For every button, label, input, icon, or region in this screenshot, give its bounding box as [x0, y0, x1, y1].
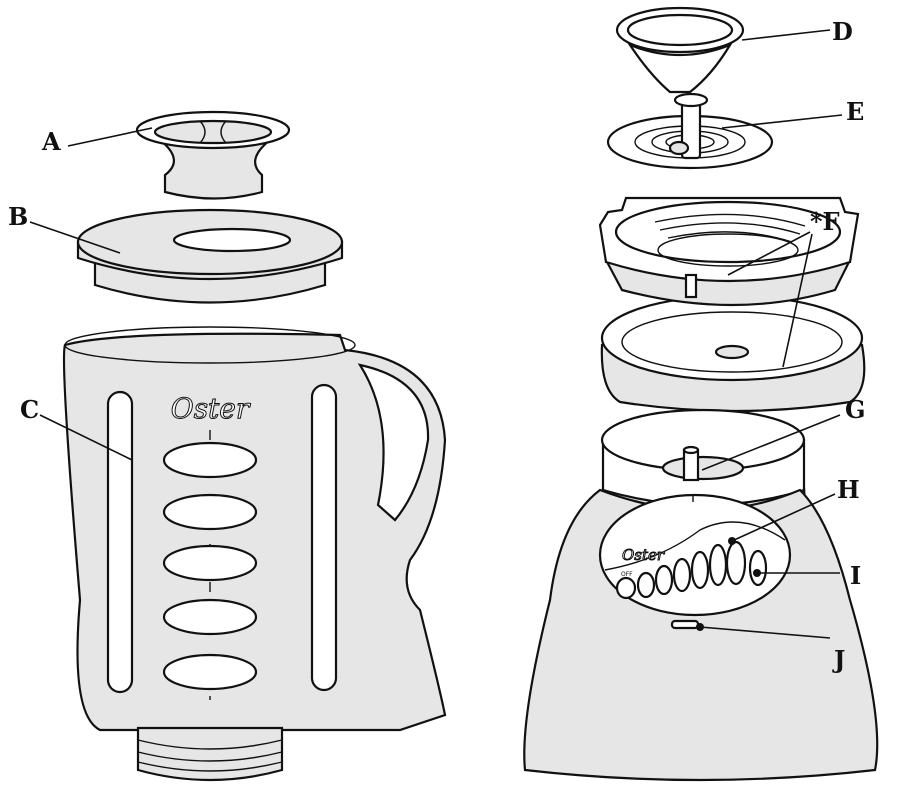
off-label: OFF — [621, 571, 633, 578]
part-d-sealing-ring — [615, 6, 745, 94]
jar-threads — [136, 726, 284, 782]
power-switch[interactable] — [670, 619, 700, 630]
label-c: C — [20, 395, 39, 424]
part-a-filler-cap — [135, 110, 291, 200]
speed-button-4[interactable] — [690, 550, 710, 590]
label-i: I — [850, 561, 861, 590]
part-e-blade-assembly — [606, 92, 774, 170]
jar-oster-logo: Oster — [171, 392, 251, 425]
label-a: A — [41, 127, 61, 156]
part-f-jar-bottom — [598, 196, 866, 413]
motor-base: Oster OFF — [523, 488, 879, 782]
measurement-ovals — [162, 441, 258, 691]
label-f: *F — [810, 207, 840, 236]
control-panel: Oster OFF — [598, 493, 792, 630]
speed-button-3[interactable] — [672, 557, 692, 593]
pulse-button[interactable] — [748, 549, 768, 587]
panel-oster-logo: Oster — [622, 546, 665, 564]
speed-button-1[interactable] — [636, 571, 656, 599]
speed-button-6[interactable] — [725, 540, 747, 586]
label-j: J — [832, 645, 845, 674]
label-h: H — [837, 475, 860, 504]
leader-lines — [29, 29, 843, 639]
speed-button-5[interactable] — [708, 543, 728, 587]
part-b-lid — [76, 208, 344, 304]
part-c-jar: Oster — [62, 326, 447, 782]
label-b: B — [8, 202, 28, 231]
speed-button-2[interactable] — [654, 564, 674, 596]
label-g: G — [845, 395, 866, 424]
label-e: E — [846, 97, 864, 126]
label-d: D — [832, 17, 853, 46]
off-button[interactable] — [615, 576, 637, 600]
